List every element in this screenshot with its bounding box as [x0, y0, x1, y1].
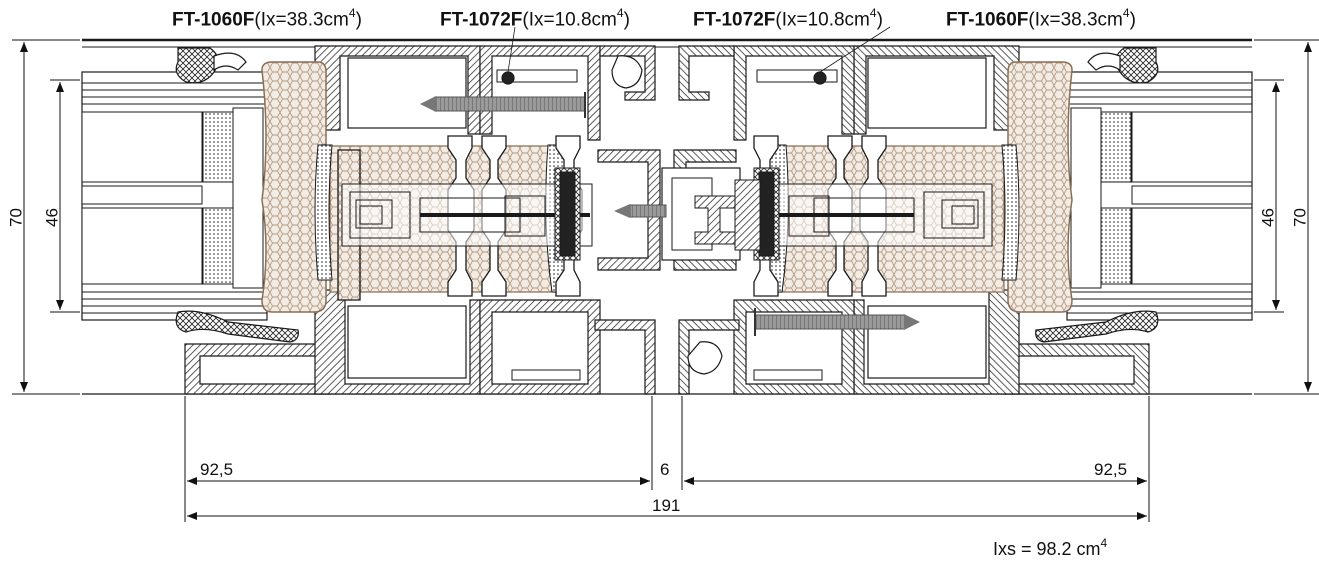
fixing-screws	[420, 92, 920, 336]
gaskets	[175, 47, 1159, 375]
profile-inertia: (Ix=38.3cm	[254, 9, 349, 31]
profile-label-left-inner: FT-1072F(Ix=10.8cm4)	[440, 6, 630, 31]
dim-total-width: 191	[652, 496, 681, 515]
close-paren: )	[355, 9, 362, 31]
profile-inertia: (Ix=10.8cm	[522, 9, 617, 31]
close-paren: )	[623, 9, 630, 31]
exponent: 4	[1100, 536, 1108, 550]
dim-center-gap: 6	[660, 460, 670, 479]
central-interlock	[661, 167, 761, 261]
left-lock-hardware	[341, 167, 593, 261]
profile-code: FT-1072F	[693, 9, 776, 31]
right-frame-profile	[673, 45, 1150, 395]
right-lock-hardware	[741, 167, 993, 261]
dim-width-right: 92,5	[1094, 460, 1128, 479]
exponent: 4	[869, 6, 877, 20]
left-frame-profile	[184, 45, 661, 395]
dim-width-left: 92,5	[200, 460, 234, 479]
close-paren: )	[1129, 9, 1136, 31]
profile-code: FT-1072F	[440, 9, 523, 31]
left-glazing	[81, 71, 268, 321]
profile-label-left-outer: FT-1060F(Ix=38.3cm4)	[172, 6, 362, 31]
profile-inertia: (Ix=38.3cm	[1028, 9, 1123, 31]
combined-inertia-label: Ixs = 98.2 cm4	[993, 536, 1108, 559]
dim-height-right-inner: 46	[1258, 208, 1278, 227]
right-glazing	[1066, 71, 1253, 321]
exponent: 4	[616, 6, 624, 20]
close-paren: )	[876, 9, 883, 31]
profile-code: FT-1060F	[172, 9, 255, 31]
profile-section	[81, 26, 1253, 395]
profile-inertia: (Ix=10.8cm	[775, 9, 870, 31]
exponent: 4	[1122, 6, 1130, 20]
dim-height-left-inner: 46	[42, 208, 62, 227]
profile-code: FT-1060F	[946, 9, 1029, 31]
dim-height-left-outer: 70	[6, 208, 26, 227]
profile-label-right-outer: FT-1060F(Ix=38.3cm4)	[946, 6, 1136, 31]
dim-height-right-outer: 70	[1290, 208, 1310, 227]
dimension-lines	[12, 39, 1319, 522]
exponent: 4	[348, 6, 356, 20]
profile-label-right-inner: FT-1072F(Ix=10.8cm4)	[693, 6, 883, 31]
combined-inertia-text: Ixs = 98.2 cm	[993, 539, 1101, 559]
